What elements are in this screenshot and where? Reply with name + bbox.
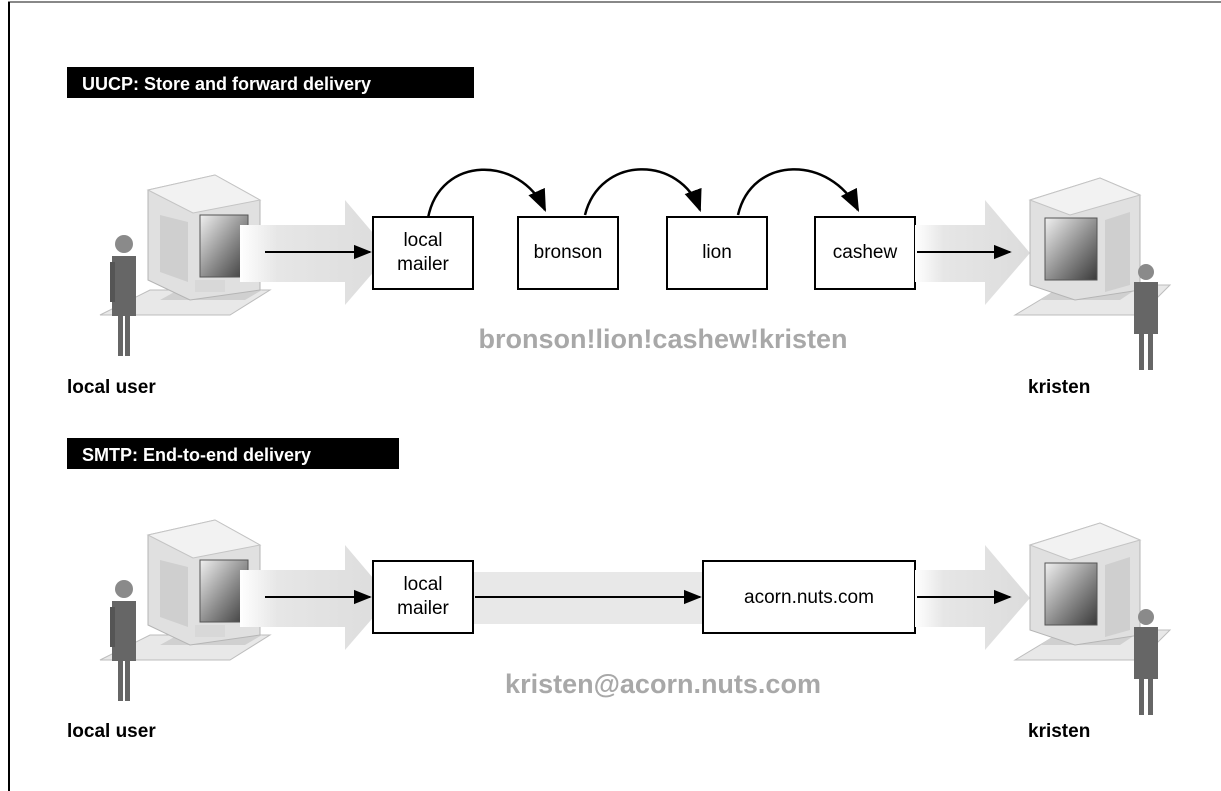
uucp-hop-arc-1 (426, 168, 547, 219)
smtp-sender-label: local user (67, 721, 156, 742)
smtp-box-destination-label: acorn.nuts.com (744, 587, 874, 608)
uucp-heading-bar (67, 67, 474, 98)
uucp-box-local-mailer: local mailer (372, 216, 474, 290)
smtp-recipient-label: kristen (1028, 721, 1090, 742)
uucp-heading: UUCP: Store and forward delivery (67, 67, 474, 98)
smtp-heading-bar (67, 438, 399, 469)
uucp-sender-label: local user (67, 377, 156, 398)
uucp-recipient-label: kristen (1028, 377, 1090, 398)
smtp-heading: SMTP: End-to-end delivery (67, 438, 399, 469)
uucp-box-cashew-label: cashew (833, 242, 898, 263)
smtp-heading-text: SMTP: End-to-end delivery (82, 445, 311, 465)
sender-person-icon (110, 235, 136, 356)
uucp-heading-text: UUCP: Store and forward delivery (82, 74, 371, 94)
smtp-box-local-mailer: local mailer (372, 560, 474, 634)
uucp-box-cashew: cashew (814, 216, 916, 290)
smtp-sender-person-icon (110, 580, 136, 701)
uucp-box-lion: lion (666, 216, 768, 290)
smtp-box-local-mailer-line2: mailer (397, 598, 449, 619)
uucp-box-local-mailer-line2: mailer (397, 254, 449, 275)
uucp-box-lion-label: lion (702, 242, 732, 263)
uucp-box-local-mailer-line1: local (403, 230, 442, 251)
smtp-address: kristen@acorn.nuts.com (505, 669, 821, 699)
smtp-box-local-mailer-line1: local (403, 574, 442, 595)
uucp-address: bronson!lion!cashew!kristen (478, 324, 847, 354)
uucp-box-bronson-label: bronson (534, 242, 603, 263)
uucp-hop-arc-2 (583, 168, 702, 216)
uucp-box-bronson: bronson (517, 216, 619, 290)
smtp-box-destination: acorn.nuts.com (702, 560, 916, 634)
uucp-hop-arc-3 (736, 168, 860, 216)
